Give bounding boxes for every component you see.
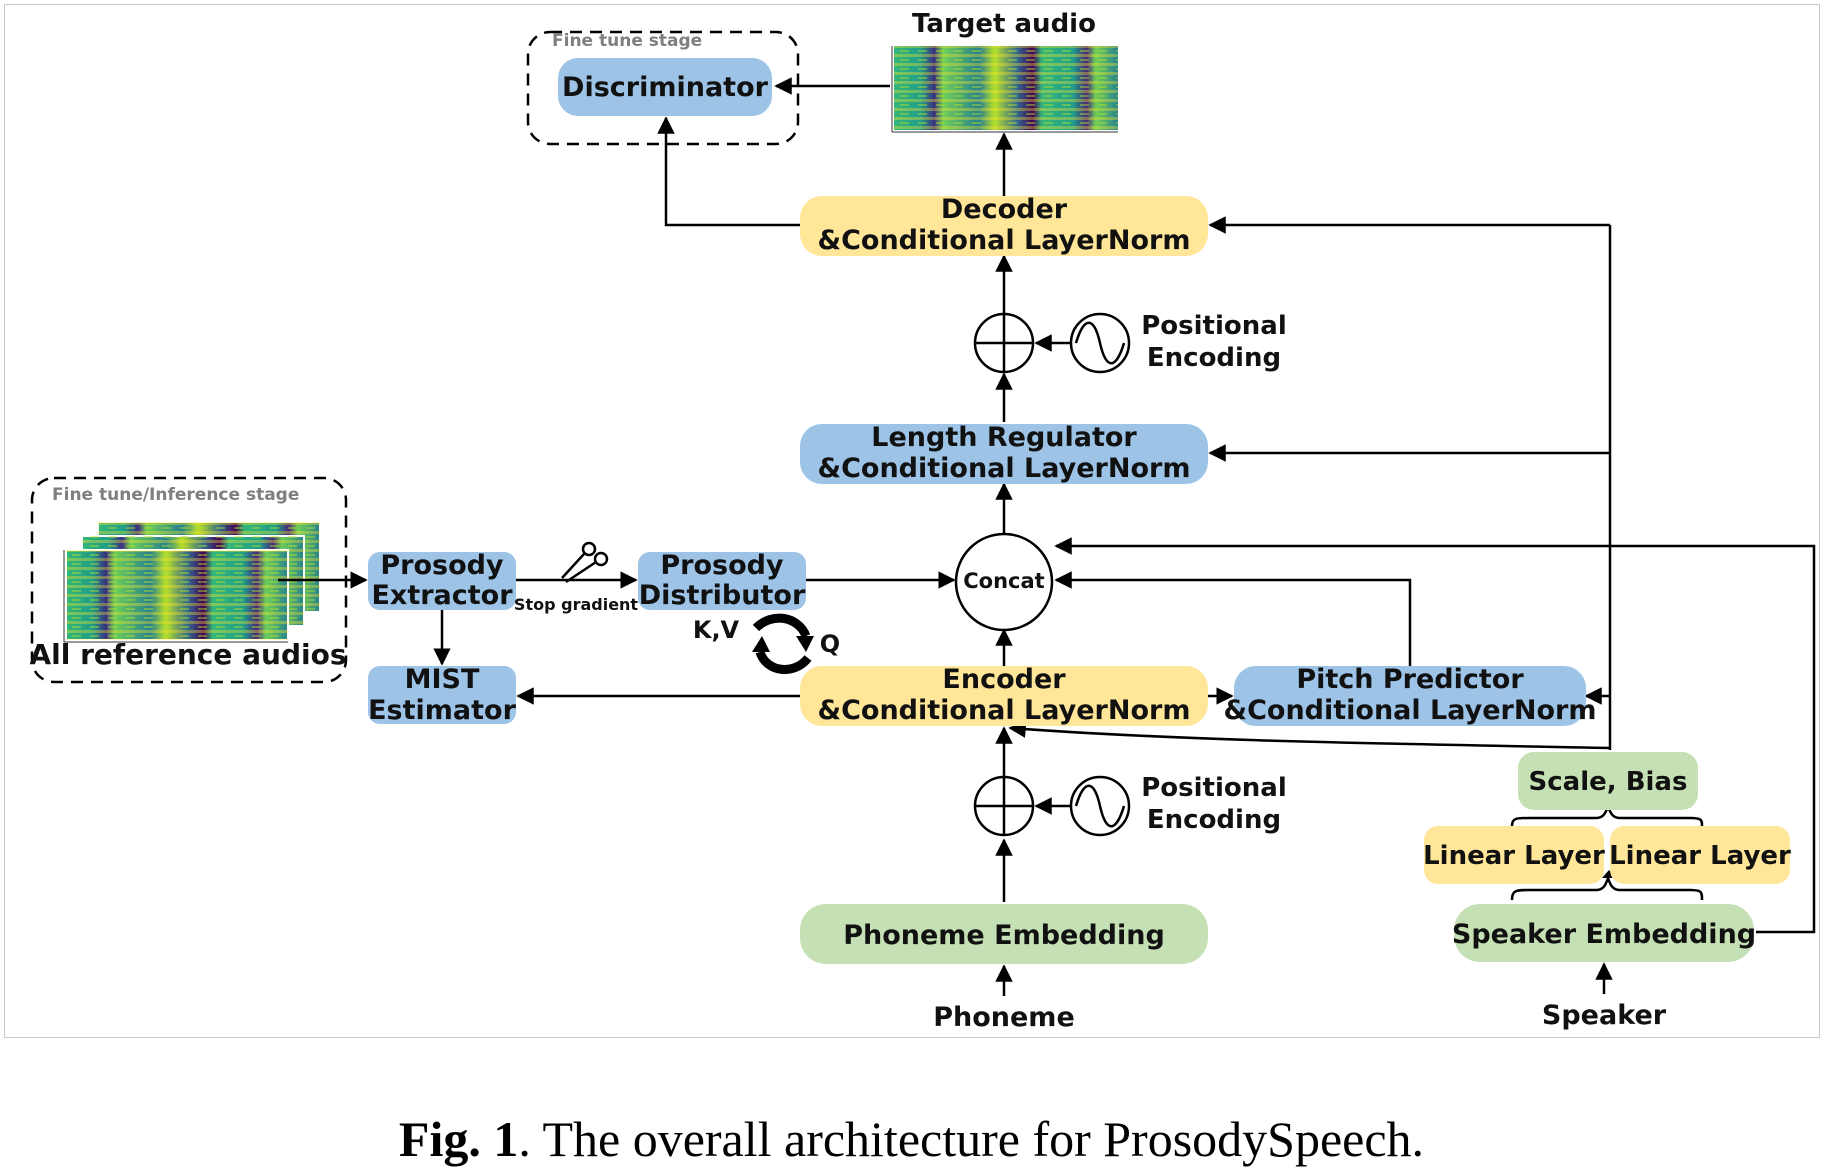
linear-layer-1-block: Linear Layer bbox=[1423, 826, 1605, 884]
phoneme-input-label: Phoneme bbox=[933, 1002, 1075, 1033]
prosody-distributor-label-2: Distributor bbox=[639, 580, 806, 611]
reference-audios-spectrograms bbox=[63, 521, 321, 643]
figure-caption-text: . The overall architecture for ProsodySp… bbox=[518, 1111, 1425, 1167]
discriminator-block: Discriminator bbox=[558, 58, 772, 116]
q-label: Q bbox=[820, 630, 840, 658]
speaker-input-label: Speaker bbox=[1542, 1000, 1667, 1031]
fine-tune-inference-stage-label: Fine tune/Inference stage bbox=[52, 485, 299, 505]
add-operator-bottom bbox=[973, 775, 1035, 837]
figure-caption-label: Fig. 1 bbox=[398, 1111, 519, 1167]
prosody-extractor-label-1: Prosody bbox=[380, 550, 504, 581]
cycle-arrows-icon bbox=[752, 613, 812, 674]
prosody-distributor-block: Prosody Distributor bbox=[638, 550, 806, 611]
attention-exchange: K,V Q bbox=[693, 613, 840, 674]
figure-caption: Fig. 1. The overall architecture for Pro… bbox=[0, 1110, 1823, 1168]
positional-encoding-bottom-label-2: Encoding bbox=[1147, 805, 1281, 835]
positional-encoding-top: Positional Encoding bbox=[1069, 311, 1287, 374]
concat-block: Concat bbox=[954, 532, 1054, 632]
stop-gradient-label: Stop gradient bbox=[514, 595, 639, 614]
scissors-icon bbox=[561, 541, 609, 584]
encoder-label-2: &Conditional LayerNorm bbox=[818, 695, 1191, 726]
decoder-block: Decoder &Conditional LayerNorm bbox=[800, 194, 1208, 256]
pitch-predictor-block: Pitch Predictor &Conditional LayerNorm bbox=[1224, 664, 1597, 726]
diagram-frame bbox=[4, 4, 1820, 1038]
phoneme-embedding-label: Phoneme Embedding bbox=[843, 920, 1165, 951]
all-reference-audios-label: All reference audios bbox=[29, 638, 346, 671]
positional-encoding-bottom: Positional Encoding bbox=[1069, 773, 1287, 837]
scale-bias-label: Scale, Bias bbox=[1529, 767, 1688, 797]
length-regulator-label-2: &Conditional LayerNorm bbox=[818, 453, 1191, 484]
linear-layer-2-label: Linear Layer bbox=[1609, 841, 1791, 871]
prosody-extractor-label-2: Extractor bbox=[371, 580, 513, 611]
positional-encoding-top-label-2: Encoding bbox=[1147, 343, 1281, 373]
phoneme-embedding-block: Phoneme Embedding bbox=[800, 904, 1208, 964]
stop-gradient: Stop gradient bbox=[514, 541, 639, 614]
prosody-extractor-block: Prosody Extractor bbox=[368, 550, 516, 611]
fine-tune-stage: Fine tune stage bbox=[526, 30, 800, 146]
decoder-label-2: &Conditional LayerNorm bbox=[818, 225, 1191, 256]
length-regulator-block: Length Regulator &Conditional LayerNorm bbox=[800, 422, 1208, 484]
linear-layer-2-block: Linear Layer bbox=[1609, 826, 1791, 884]
mist-estimator-block: MIST Estimator bbox=[368, 664, 517, 726]
mist-estimator-label-1: MIST bbox=[405, 664, 480, 695]
fine-tune-stage-label: Fine tune stage bbox=[552, 31, 702, 51]
decoder-label-1: Decoder bbox=[941, 194, 1068, 225]
speaker-embedding-label: Speaker Embedding bbox=[1452, 919, 1756, 950]
concat-label: Concat bbox=[963, 569, 1044, 593]
target-audio-spectrogram bbox=[891, 46, 1118, 133]
scale-bias-block: Scale, Bias bbox=[1518, 752, 1698, 810]
pitch-predictor-label-1: Pitch Predictor bbox=[1296, 664, 1524, 695]
length-regulator-label-1: Length Regulator bbox=[871, 422, 1137, 453]
connectors bbox=[278, 77, 1816, 996]
mist-estimator-label-2: Estimator bbox=[368, 695, 516, 726]
encoder-block: Encoder &Conditional LayerNorm bbox=[800, 664, 1208, 726]
kv-label: K,V bbox=[693, 616, 740, 644]
linear-layer-1-label: Linear Layer bbox=[1423, 841, 1605, 871]
encoder-label-1: Encoder bbox=[942, 664, 1066, 695]
positional-encoding-bottom-label-1: Positional bbox=[1141, 773, 1286, 803]
discriminator-label: Discriminator bbox=[562, 72, 769, 103]
prosody-distributor-label-1: Prosody bbox=[660, 550, 784, 581]
add-operator-top bbox=[973, 312, 1035, 374]
positional-encoding-top-label-1: Positional bbox=[1141, 311, 1286, 341]
pitch-predictor-label-2: &Conditional LayerNorm bbox=[1224, 695, 1597, 726]
target-audio-label: Target audio bbox=[912, 9, 1096, 39]
speaker-embedding-block: Speaker Embedding bbox=[1452, 904, 1756, 962]
